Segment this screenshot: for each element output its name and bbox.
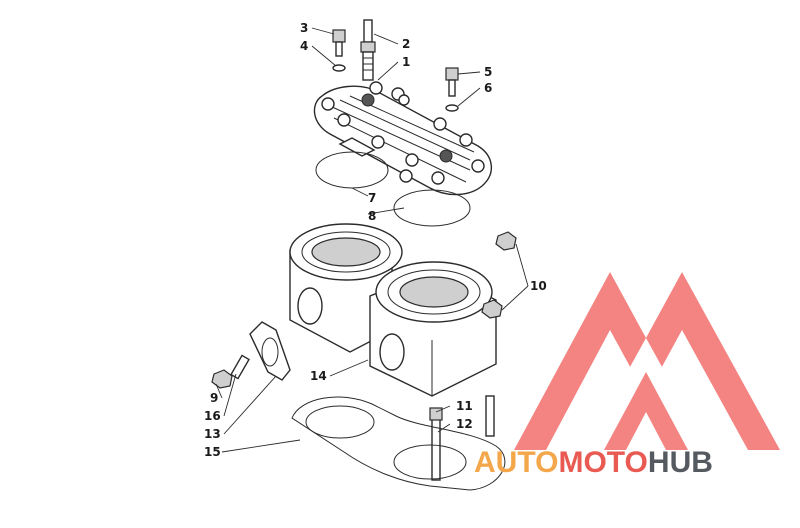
callout-6: 6 bbox=[484, 81, 492, 95]
callout-13: 13 bbox=[204, 427, 221, 441]
callout-5: 5 bbox=[484, 65, 492, 79]
callout-3: 3 bbox=[300, 21, 308, 35]
watermark-text: AUTOMOTOHUB bbox=[474, 446, 713, 479]
cylinder-head bbox=[313, 81, 492, 196]
watermark-logo bbox=[514, 272, 780, 450]
spark-plug bbox=[360, 19, 376, 81]
callout-9: 9 bbox=[210, 391, 218, 405]
callout-2: 2 bbox=[402, 37, 410, 51]
head-bolt-right bbox=[445, 67, 459, 112]
watermark-hub: HUB bbox=[648, 446, 713, 479]
callout-15: 15 bbox=[204, 445, 221, 459]
callout-12: 12 bbox=[456, 417, 473, 431]
callout-11: 11 bbox=[456, 399, 473, 413]
cylinder-nuts bbox=[481, 231, 517, 319]
callout-16: 16 bbox=[204, 409, 221, 423]
callout-1: 1 bbox=[402, 55, 410, 69]
callout-10: 10 bbox=[530, 279, 547, 293]
callout-8: 8 bbox=[368, 209, 376, 223]
exhaust-stud bbox=[211, 354, 250, 389]
head-bolt-left bbox=[332, 29, 346, 72]
callout-14: 14 bbox=[310, 369, 327, 383]
cylinder-right bbox=[369, 261, 497, 397]
cylinder-left bbox=[289, 223, 403, 353]
callout-4: 4 bbox=[300, 39, 308, 53]
watermark-moto: MOTO bbox=[558, 446, 647, 479]
leader-lines bbox=[215, 27, 529, 453]
watermark-auto: AUTO bbox=[474, 446, 558, 479]
callout-7: 7 bbox=[368, 191, 376, 205]
exhaust-gasket bbox=[249, 321, 291, 381]
base-gasket bbox=[291, 396, 506, 491]
